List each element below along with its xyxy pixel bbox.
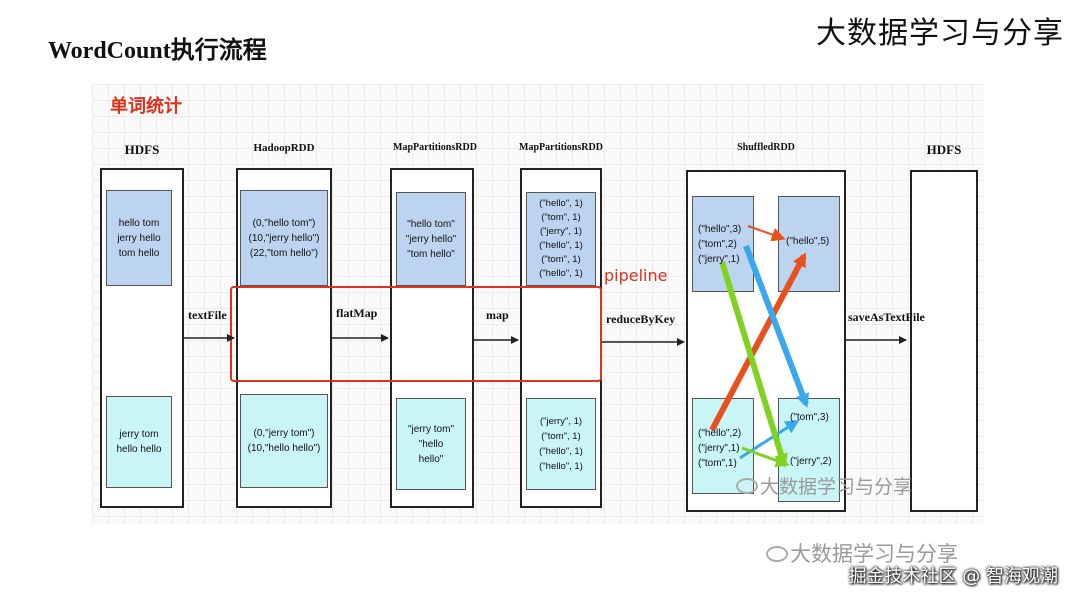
column-header-hdfs-input: HDFS: [124, 142, 160, 157]
op-label-map: map: [486, 308, 509, 322]
shuffle-arrow-tom-bottom: [739, 419, 800, 460]
shuffle-arrow-hello-bottom: [709, 252, 807, 432]
hdfs-output-box: [910, 170, 978, 512]
shuffle-arrow-tom-top: [743, 244, 809, 408]
hadooprdd-partition-2: (0,"jerry tom") (10,"hello hello"): [240, 394, 328, 488]
shuffle-left-top-text: ("hello",3) ("tom",2) ("jerry",1): [698, 224, 742, 265]
shuffle-right-bottom-text-2: ("jerry",2): [790, 456, 832, 467]
pipeline-label: pipeline: [604, 266, 668, 285]
column-header-mappartitionsrdd-1: MapPartitionsRDD: [393, 142, 477, 153]
column-header-hdfs-output: HDFS: [926, 142, 962, 157]
wechat-logo-icon: [736, 478, 758, 494]
column-header-mappartitionsrdd-2: MapPartitionsRDD: [519, 142, 603, 153]
shuffle-left-top-partition: [692, 196, 754, 292]
op-label-saveastextfile: saveAsTextFile: [848, 310, 925, 324]
shuffle-arrow-hello-top: [747, 225, 786, 242]
section-label: 单词统计: [110, 96, 182, 117]
page-title: WordCount执行流程: [48, 38, 267, 64]
op-label-flatmap: flatMap: [336, 306, 378, 320]
footer-credit: 掘金技术社区 @ 智海观潮: [848, 566, 1058, 587]
op-label-reducebykey: reduceByKey: [606, 312, 676, 326]
hadooprdd-partition-1: (0,"hello tom") (10,"jerry hello") (22,"…: [240, 190, 328, 286]
shuffle-arrow-jerry-bottom: [741, 446, 790, 468]
mappartitionsrdd-1-partition-2: "jerry tom" "hello hello": [396, 398, 466, 490]
shuffle-left-bottom-text: ("hello",2) ("jerry",1) ("tom",1): [698, 428, 742, 469]
mappartitionsrdd-2-partition-2: ("jerry", 1) ("tom", 1) ("hello", 1) ("h…: [526, 398, 596, 490]
brand-title: 大数据学习与分享: [816, 16, 1064, 51]
watermark-secondary: 大数据学习与分享: [790, 542, 958, 566]
shuffle-right-top-partition: [778, 196, 840, 292]
shuffle-right-bottom-partition: [778, 398, 840, 502]
shuffle-right-bottom-text-1: ("tom",3): [790, 412, 829, 423]
hdfs-partition-1: hello tom jerry hello tom hello: [106, 190, 172, 286]
mappartitionsrdd-1-partition-1: "hello tom" "jerry hello" "tom hello": [396, 192, 466, 286]
column-header-shuffledrdd: ShuffledRDD: [737, 142, 795, 153]
wechat-logo-icon-2: [766, 546, 788, 562]
watermark-primary: 大数据学习与分享: [760, 476, 913, 498]
column-header-hadooprdd: HadoopRDD: [253, 142, 315, 154]
shuffle-right-top-text: ("hello",5): [786, 236, 830, 247]
shuffle-arrow-jerry-top: [719, 261, 788, 468]
op-label-textfile: textFile: [188, 308, 227, 322]
hdfs-partition-2: jerry tom hello hello: [106, 396, 172, 488]
mappartitionsrdd-2-partition-1: ("hello", 1) ("tom", 1) ("jerry", 1) ("h…: [526, 192, 596, 286]
